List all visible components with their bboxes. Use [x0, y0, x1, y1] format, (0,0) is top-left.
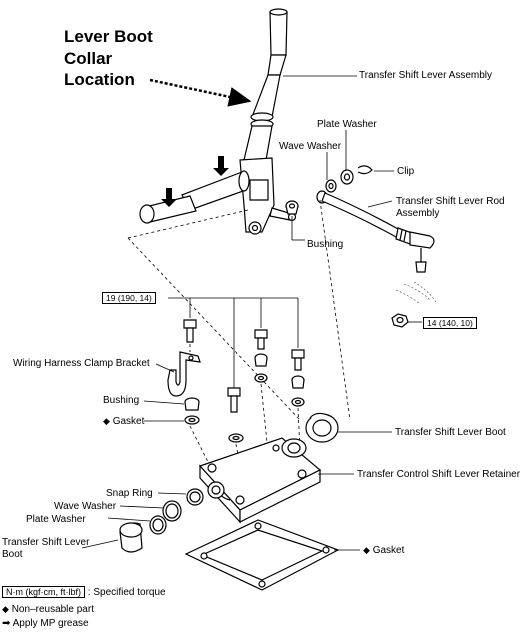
legend-torque: N·m (kgf·cm, ft·lbf) : Specified torque [2, 586, 166, 599]
nonreusable-icon: ◆ [103, 416, 110, 426]
label-bushing-left: Bushing [103, 395, 140, 406]
wiring-clamp-bracket [167, 351, 201, 397]
label-rod-assembly-1: Transfer Shift Lever Rod [396, 196, 505, 207]
label-wiring-clamp: Wiring Harness Clamp Bracket [13, 358, 150, 369]
legend-nonreusable: ◆ Non–reusable part [2, 603, 94, 616]
torque-14-box: 14 (140, 10) [423, 317, 477, 329]
label-snap-ring: Snap Ring [106, 488, 153, 499]
label-lever-boot-left-2: Boot [2, 549, 23, 560]
label-lever-boot-left-1: Transfer Shift Lever [2, 537, 90, 548]
nut-right [391, 313, 409, 328]
torque-19-box: 19 (190, 14) [102, 292, 156, 304]
label-gasket-left-text: Gasket [112, 416, 145, 427]
callout-arrow [149, 78, 252, 107]
legend-nonreusable-text: Non–reusable part [11, 604, 94, 615]
bushing-top [285, 200, 299, 215]
legend-grease: ➡ Apply MP grease [2, 618, 89, 630]
shift-lever-rod [316, 190, 435, 273]
label-gasket-bottom: ◆ Gasket [363, 545, 404, 556]
callout-text-2: Collar [64, 49, 113, 68]
legend-torque-desc: : Specified torque [87, 587, 166, 598]
label-rod-assembly-2: Assembly [396, 208, 440, 219]
label-wave-washer-top: Wave Washer [279, 141, 342, 152]
lever-retainer [198, 437, 322, 524]
grease-arrow-icon: ➡ [2, 618, 11, 629]
label-lever-boot-right: Transfer Shift Lever Boot [395, 427, 506, 438]
label-clip: Clip [397, 166, 415, 177]
lever-boot-right [305, 412, 339, 443]
label-wave-washer-bottom: Wave Washer [54, 501, 117, 512]
label-plate-washer-bottom: Plate Washer [26, 514, 86, 525]
lower-left-parts [119, 488, 204, 553]
bolts [183, 319, 305, 413]
callout-text-1: Lever Boot [64, 27, 153, 46]
label-gasket-left: ◆ Gasket [103, 416, 144, 427]
washers-top [325, 165, 373, 193]
callout-text-3: Location [64, 70, 135, 89]
shift-lever-assembly [139, 8, 297, 235]
grease-arrows [161, 156, 229, 207]
label-lever-assembly: Transfer Shift Lever Assembly [359, 70, 493, 81]
label-retainer: Transfer Control Shift Lever Retainer [357, 469, 521, 480]
legend-grease-text: Apply MP grease [12, 618, 89, 629]
nonreusable-icon: ◆ [363, 545, 370, 555]
label-bushing-top: Bushing [307, 239, 344, 250]
nonreusable-icon: ◆ [2, 604, 9, 614]
label-gasket-bottom-text: Gasket [372, 545, 405, 556]
bushings-gaskets [184, 353, 305, 443]
gasket-bottom [184, 519, 340, 591]
label-plate-washer-top: Plate Washer [317, 119, 377, 130]
legend-torque-unit: N·m (kgf·cm, ft·lbf) [2, 586, 85, 598]
